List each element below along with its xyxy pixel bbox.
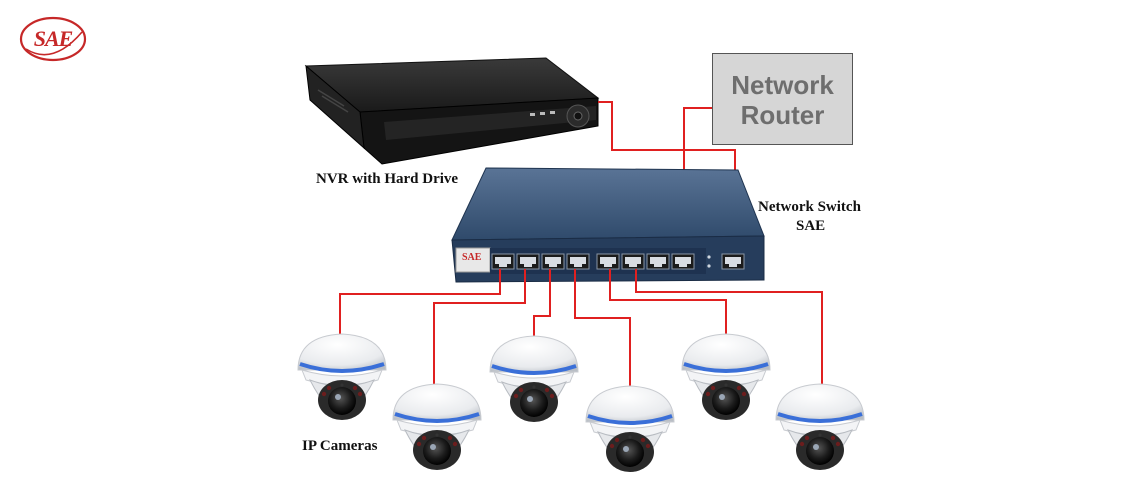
sae-logo: SAE	[18, 14, 88, 64]
switch-label-line1: Network Switch	[758, 199, 861, 215]
camera-cable-4	[574, 269, 631, 386]
switch-label-line2: SAE	[796, 218, 826, 234]
ip-camera-3	[488, 334, 580, 424]
nvr-label: NVR with Hard Drive	[316, 171, 459, 187]
switch-brand-text: SAE	[462, 252, 482, 263]
ip-camera-1	[296, 332, 388, 422]
logo-text: SAE	[33, 26, 74, 51]
camera-cable-2	[433, 269, 526, 384]
network-switch	[451, 167, 765, 283]
network-router: Network Router	[712, 53, 853, 145]
camera-cable-1	[339, 269, 501, 334]
ip-cameras-label: IP Cameras	[302, 438, 378, 454]
camera-cable-3	[533, 269, 551, 336]
ip-camera-2	[391, 382, 483, 472]
router-label: Network Router	[731, 70, 834, 130]
camera-cable-5	[609, 269, 727, 334]
camera-cables	[339, 269, 823, 386]
ip-camera-5	[680, 332, 772, 422]
ip-camera-4	[584, 384, 676, 474]
camera-cable-6	[635, 269, 823, 384]
ip-camera-6	[774, 382, 866, 472]
logo-seal-icon	[19, 16, 87, 62]
nvr-device	[304, 57, 600, 165]
